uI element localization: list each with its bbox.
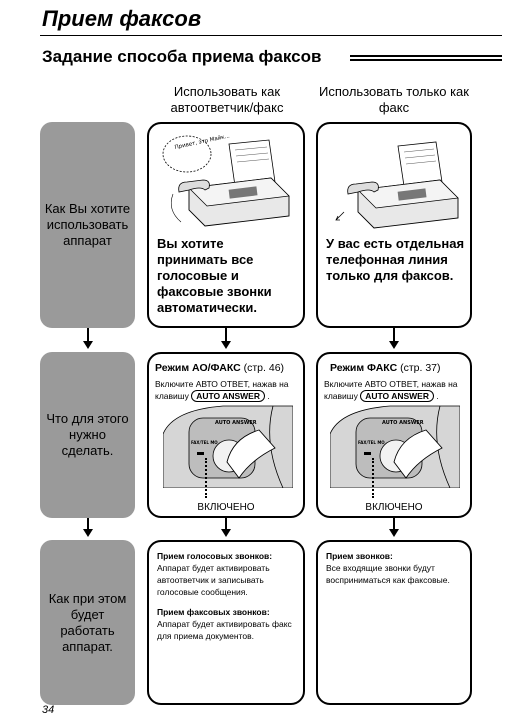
arrow-left-1 <box>87 328 89 342</box>
row-label-result-text: Как при этом будет работать аппарат. <box>48 590 127 654</box>
card-result-fax-only: Прием звонков: Все входящие звонки будут… <box>316 540 472 705</box>
panel-side-label: FAX/TEL MO <box>191 440 218 445</box>
panel-key-label: AUTO ANSWER <box>215 420 257 426</box>
column-heading-answering-fax: Использовать как автоответчик/факс <box>170 84 284 115</box>
arrowhead-left-1 <box>83 341 93 349</box>
usage-fax-only-text: У вас есть отдельная телефонная линия то… <box>326 236 465 283</box>
arrowhead-col2-1 <box>389 341 399 349</box>
result-answering-fax-content: Прием голосовых звонков: Аппарат будет а… <box>157 550 301 642</box>
instruction-text: Включите АВТО ОТВЕТ, нажав на клавишу <box>324 379 458 401</box>
on-label: ВКЛЮЧЕНО <box>197 502 255 513</box>
arrowhead-left-2 <box>83 529 93 537</box>
arrow-left-2 <box>87 518 89 530</box>
card-usage-fax-only: У вас есть отдельная телефонная линия то… <box>316 122 472 328</box>
row-label-usage-text: Как Вы хотите использовать аппарат <box>44 201 131 248</box>
subtitle-double-rule <box>350 55 502 61</box>
arrow-col2-2 <box>393 518 395 530</box>
panel-side-label: FAX/TEL MO <box>358 440 385 445</box>
arrow-col1-1 <box>225 328 227 342</box>
column-heading-fax-only: Использовать только как факс <box>319 84 469 115</box>
section-title: Прием факсов <box>42 6 202 31</box>
mode-name-fax-only: Режим ФАКС <box>330 362 398 374</box>
arrowhead-col2-2 <box>389 529 399 537</box>
usage-answering-fax-text: Вы хотите принимать все голосовые и факс… <box>157 236 272 315</box>
voice-calls-heading: Прием голосовых звонков: <box>157 551 273 561</box>
on-indicator-dots <box>205 458 209 498</box>
page-subtitle: Задание способа приема факсов <box>42 47 322 66</box>
mode-page-ref: (стр. 46) <box>243 362 285 374</box>
arrowhead-col1-1 <box>221 341 231 349</box>
row-label-usage: Как Вы хотите использовать аппарат <box>40 122 135 328</box>
mode-title-fax-only: Режим ФАКС (стр. 37) <box>330 362 470 374</box>
calls-text: Все входящие звонки будут восприниматься… <box>326 563 450 585</box>
row-label-action: Что для этого нужно сделать. <box>40 352 135 518</box>
auto-answer-key: AUTO ANSWER <box>191 390 265 402</box>
card-result-answering-fax: Прием голосовых звонков: Аппарат будет а… <box>147 540 305 705</box>
result-fax-only-content: Прием звонков: Все входящие звонки будут… <box>326 550 466 586</box>
mode-name-answering-fax: Режим АО/ФАКС <box>155 362 241 374</box>
voice-calls-text: Аппарат будет активировать автоответчик … <box>157 563 270 597</box>
panel-key-label: AUTO ANSWER <box>382 420 424 426</box>
calls-heading: Прием звонков: <box>326 551 393 561</box>
arrow-col2-1 <box>393 328 395 342</box>
instruction-fax-only: Включите АВТО ОТВЕТ, нажав на клавишу AU… <box>324 379 458 402</box>
instruction-answering-fax: Включите АВТО ОТВЕТ, нажав на клавишу AU… <box>155 379 289 402</box>
title-rule <box>40 35 502 36</box>
fax-calls-heading: Прием факсовых звонков: <box>157 607 270 617</box>
card-action-fax-only: Режим ФАКС (стр. 37) Включите АВТО ОТВЕТ… <box>316 352 472 518</box>
instruction-text: Включите АВТО ОТВЕТ, нажав на клавишу <box>155 379 289 401</box>
card-action-answering-fax: Режим АО/ФАКС (стр. 46) Включите АВТО ОТ… <box>147 352 305 518</box>
mode-page-ref: (стр. 37) <box>400 362 441 374</box>
fax-machine-icon <box>335 141 459 229</box>
on-label: ВКЛЮЧЕНО <box>365 502 423 513</box>
card-usage-answering-fax: Привет, это Майк... Вы хотите принимать … <box>147 122 305 328</box>
auto-answer-key: AUTO ANSWER <box>360 390 434 402</box>
row-label-result: Как при этом будет работать аппарат. <box>40 540 135 705</box>
arrow-col1-2 <box>225 518 227 530</box>
page-number: 34 <box>42 704 55 716</box>
row-label-action-text: Что для этого нужно сделать. <box>46 411 129 458</box>
fax-calls-text: Аппарат будет активировать факс для прие… <box>157 619 292 641</box>
auto-answer-panel-icon: AUTO ANSWER FAX/TEL MO <box>330 405 460 488</box>
on-indicator-dots <box>372 458 376 498</box>
auto-answer-panel-icon: AUTO ANSWER FAX/TEL MO <box>163 405 293 488</box>
mode-title-answering-fax: Режим АО/ФАКС (стр. 46) <box>155 362 301 374</box>
fax-machine-with-voice-icon: Привет, это Майк... <box>162 132 290 227</box>
arrowhead-col1-2 <box>221 529 231 537</box>
